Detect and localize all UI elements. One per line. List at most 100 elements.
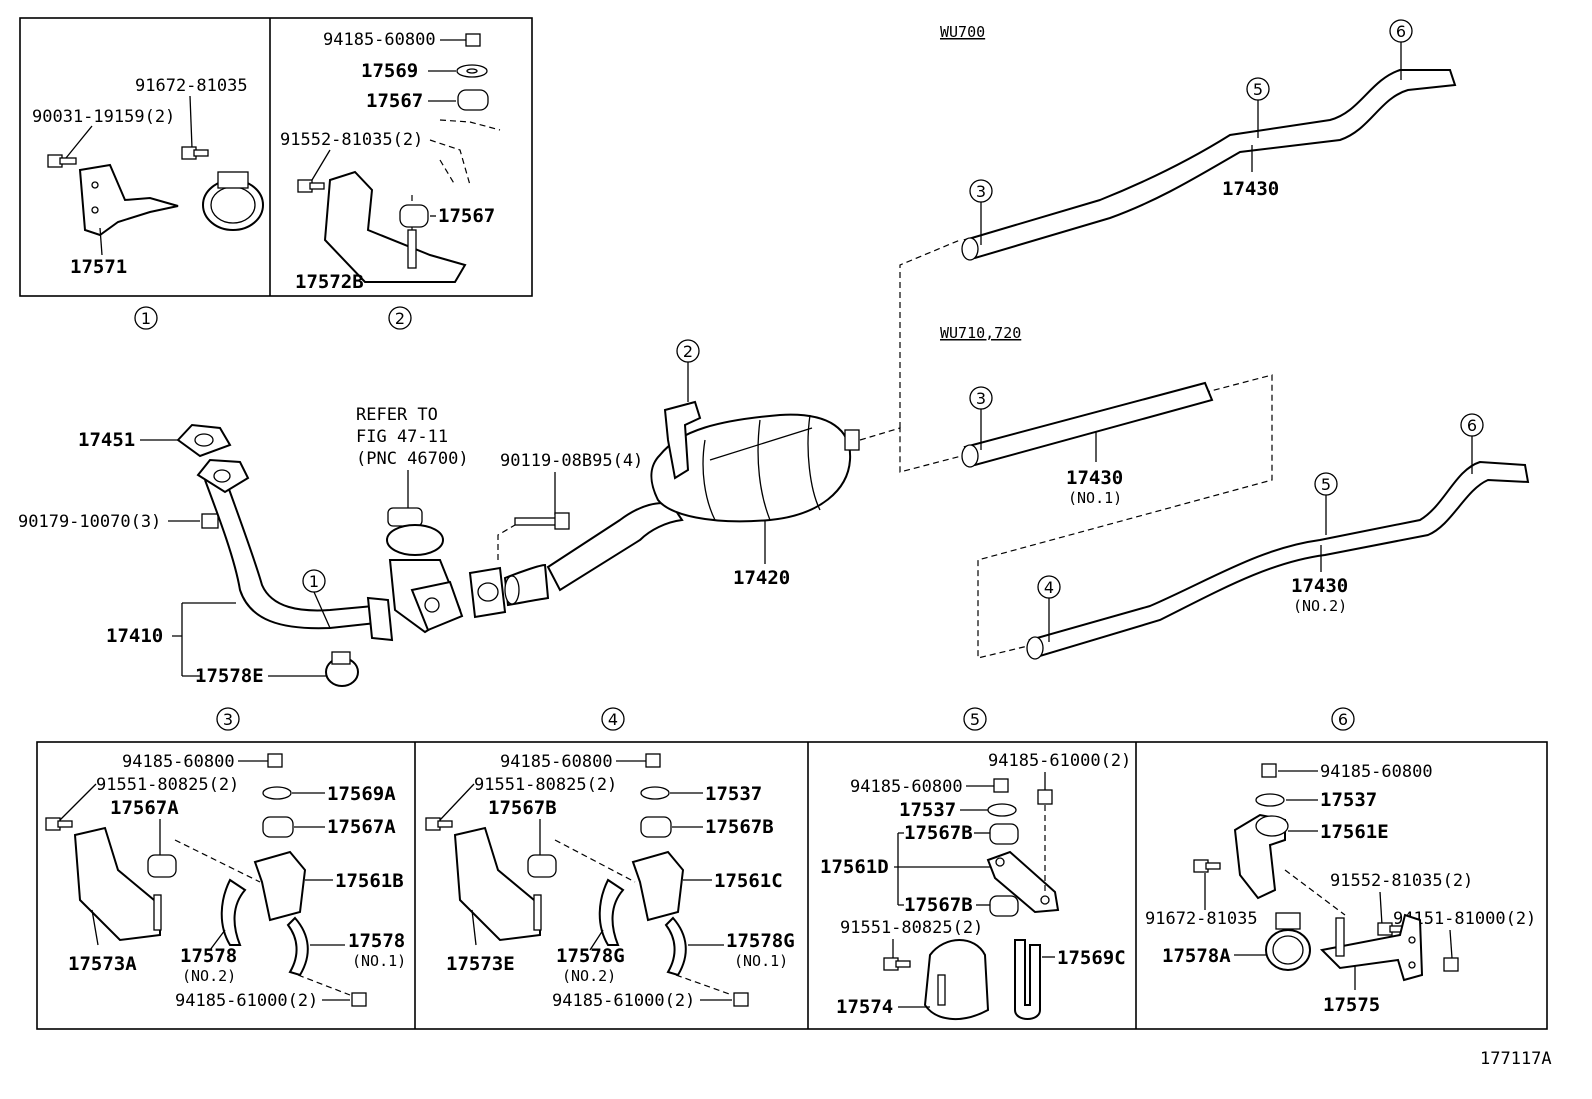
label-17578E: 17578E: [195, 665, 264, 687]
label-17578G-no1: 17578G: [726, 930, 795, 952]
svg-text:5: 5: [970, 710, 980, 729]
cushion-icon: [989, 823, 1019, 845]
label-17567B-left: 17567B: [488, 797, 557, 819]
label-17578-no1-sub: (NO.1): [352, 952, 406, 970]
callout-6-no2: 6: [1460, 413, 1484, 474]
callout-1-top: 1: [134, 306, 158, 330]
cushion-icon: [527, 854, 557, 878]
label-17537-d5: 17537: [899, 799, 956, 821]
nut-icon: [465, 33, 481, 47]
label-17561D: 17561D: [820, 856, 889, 878]
label-17430-no2-sub: (NO.2): [1293, 597, 1347, 615]
nut-icon: [733, 992, 749, 1007]
label-17573E: 17573E: [446, 953, 515, 975]
label-17537-d6: 17537: [1320, 789, 1377, 811]
refer-line-3: (PNC 46700): [356, 449, 469, 469]
cushion-icon: [457, 89, 489, 111]
label-17574: 17574: [836, 996, 893, 1018]
callout-5-no2: 5: [1314, 472, 1338, 535]
nut-icon: [993, 778, 1009, 793]
label-17578G-no1-sub: (NO.1): [734, 952, 788, 970]
label-91552-81035: 91552-81035(2): [280, 130, 423, 150]
label-17578A: 17578A: [1162, 945, 1231, 967]
svg-text:5: 5: [1253, 80, 1263, 99]
label-17410: 17410: [106, 625, 163, 647]
label-d3-94185-60800: 94185-60800: [122, 752, 235, 772]
label-17567B-upper: 17567B: [904, 822, 973, 844]
label-d4-91551-80825: 91551-80825(2): [474, 775, 617, 795]
svg-text:2: 2: [683, 342, 693, 361]
washer-icon: [262, 786, 292, 800]
label-17578G-no2-sub: (NO.2): [562, 967, 616, 985]
bracket-17575-icon: [1319, 913, 1424, 982]
label-17430-no2: 17430: [1291, 575, 1348, 597]
bottom-boxes: [36, 741, 1548, 1030]
label-17572B: 17572B: [295, 271, 364, 293]
svg-text:6: 6: [1338, 710, 1348, 729]
clamp-icon: [202, 171, 264, 231]
nut-icon: [267, 753, 283, 768]
label-d5-91551-80825: 91551-80825(2): [840, 918, 983, 938]
label-17420: 17420: [733, 567, 790, 589]
bottom-callouts: 3 4 5 6: [216, 707, 1355, 731]
valve-icon: [386, 507, 464, 634]
label-d6-94185-60800: 94185-60800: [1320, 762, 1433, 782]
svg-text:3: 3: [976, 182, 986, 201]
label-17578-no2-sub: (NO.2): [182, 967, 236, 985]
clamp-half-icon: [286, 916, 309, 977]
callout-3-wu710: 3: [969, 386, 993, 450]
label-90179-10070: 90179-10070(3): [18, 512, 161, 532]
label-d6-91672-81035: 91672-81035: [1145, 909, 1258, 929]
label-17567B-lower: 17567B: [904, 894, 973, 916]
bracket-17572B-icon: [323, 170, 467, 283]
muffler-17420: 17420 2: [546, 239, 1273, 659]
bracket-17573E-icon: [453, 826, 541, 942]
label-17575: 17575: [1323, 994, 1380, 1016]
washer-icon: [456, 64, 488, 78]
label-17451: 17451: [78, 429, 135, 451]
detail-box-1-2: [19, 17, 533, 297]
figure-id: 177117A: [1480, 1049, 1552, 1069]
label-17567-bottom: 17567: [438, 205, 495, 227]
label-17430-no1-sub: (NO.1): [1068, 489, 1122, 507]
label-17561C: 17561C: [714, 870, 783, 892]
label-d4-94185-61000: 94185-61000(2): [552, 991, 695, 1011]
svg-text:5: 5: [1321, 475, 1331, 494]
detail-1: 90031-19159(2) 91672-81035 17571: [32, 76, 264, 278]
callout-2-top: 2: [388, 306, 412, 330]
cushion-icon: [989, 895, 1019, 917]
detail-3: 94185-60800 91551-80825(2) 17569A 17567A…: [45, 752, 406, 1011]
label-17578-no2: 17578: [180, 945, 237, 967]
callout-3-wu700: 3: [969, 179, 993, 245]
label-17569: 17569: [361, 60, 418, 82]
washer-icon: [640, 786, 670, 800]
svg-text:3: 3: [223, 710, 233, 729]
label-17561E: 17561E: [1320, 821, 1389, 843]
callout-5-wu700: 5: [1246, 77, 1270, 138]
label-17573A: 17573A: [68, 953, 137, 975]
tailpipe-wu700: WU700 3 5 6 17430: [940, 19, 1457, 261]
label-d3-94185-61000: 94185-61000(2): [175, 991, 318, 1011]
refer-note: REFER TO FIG 47-11 (PNC 46700): [356, 405, 469, 634]
svg-text:3: 3: [976, 389, 986, 408]
cushion-icon: [640, 816, 672, 838]
tailpipe-wu710-no2: 4 5 6 17430 (NO.2): [1026, 413, 1530, 660]
callout-2-muffler: 2: [676, 339, 700, 402]
svg-text:6: 6: [1467, 416, 1477, 435]
gasket-icon: [176, 423, 232, 458]
nut-icon: [201, 513, 219, 529]
label-d6-91552-81035: 91552-81035(2): [1330, 871, 1473, 891]
flange-bolt: 90119-08B95(4): [468, 451, 643, 619]
label-d5-94185-61000: 94185-61000(2): [988, 751, 1131, 771]
muffler-hanger-icon: [663, 400, 702, 480]
nut-icon: [1443, 957, 1459, 972]
callout-6-wu700: 6: [1389, 19, 1413, 80]
washer-icon: [987, 803, 1017, 817]
label-17578-no1: 17578: [348, 930, 405, 952]
refer-line-1: REFER TO: [356, 405, 438, 425]
bracket-17561D-icon: [986, 850, 1060, 914]
label-17537-d4: 17537: [705, 783, 762, 805]
nut-icon: [645, 753, 661, 768]
detail-2: 94185-60800 17569 17567 91552-81035(2) 1…: [280, 30, 501, 293]
